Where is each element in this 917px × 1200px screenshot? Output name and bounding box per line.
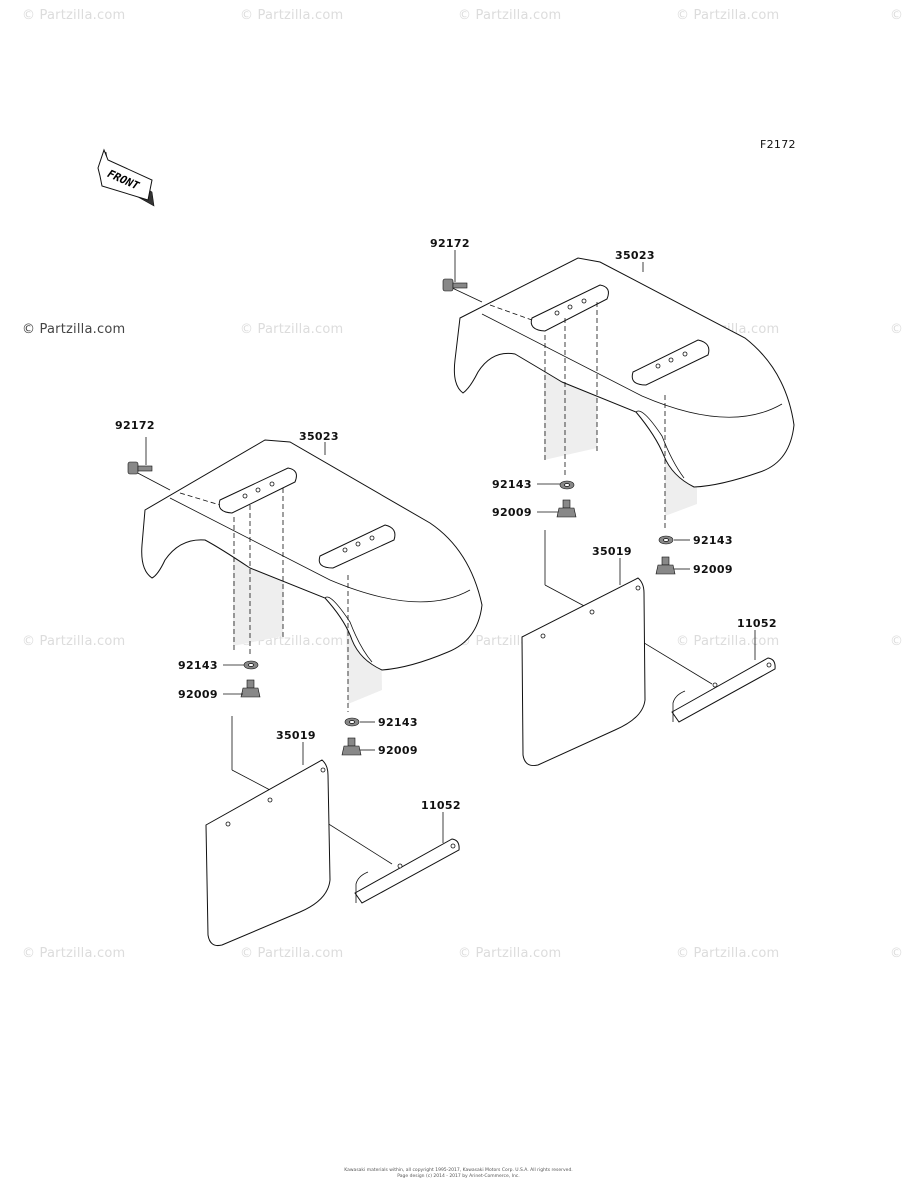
watermark: © Partzilla.com — [240, 946, 344, 961]
callout-right-bracket: 11052 — [737, 617, 777, 630]
watermark: © Partzilla.com — [676, 946, 780, 961]
watermark: © Partzilla.com — [22, 322, 126, 337]
figure-id: F2172 — [760, 138, 796, 151]
front-arrow: FRONT — [97, 148, 155, 207]
callout-left-bolt-2: 92009 — [378, 744, 418, 757]
watermark: © Partzilla.com — [676, 8, 780, 23]
callout-left-washer-2: 92143 — [378, 716, 418, 729]
copyright-notice: Kawasaki materials within, all copyright… — [0, 1168, 917, 1180]
callout-left-bolt-1: 92009 — [178, 688, 218, 701]
copyright-line-1: Kawasaki materials within, all copyright… — [344, 1168, 573, 1173]
callout-right-washer-2: 92143 — [693, 534, 733, 547]
watermark: © Partzilla.com — [240, 322, 344, 337]
callout-left-washer-1: 92143 — [178, 659, 218, 672]
watermark: © Partzilla.com — [676, 634, 780, 649]
watermark: © — [890, 634, 904, 649]
left-bolt-2 — [341, 737, 362, 756]
watermark: © — [890, 322, 904, 337]
right-bolt-2 — [655, 556, 676, 575]
left-bolt-1 — [240, 679, 261, 698]
left-fender — [141, 439, 483, 704]
callout-right-flap: 35019 — [592, 545, 632, 558]
left-mud-flap — [205, 759, 331, 946]
left-bolt-top — [127, 461, 153, 475]
watermark: © Partzilla.com — [22, 8, 126, 23]
watermark: © — [890, 946, 904, 961]
watermark: © Partzilla.com — [240, 8, 344, 23]
watermark: © — [890, 8, 904, 23]
callout-left-flap: 35019 — [276, 729, 316, 742]
callout-left-fender: 35023 — [299, 430, 339, 443]
callout-right-bolt-top: 92172 — [430, 237, 470, 250]
right-mud-flap — [521, 577, 646, 766]
callout-left-bolt-top: 92172 — [115, 419, 155, 432]
watermark: © Partzilla.com — [458, 8, 562, 23]
callout-right-bolt-1: 92009 — [492, 506, 532, 519]
right-bracket — [671, 657, 776, 723]
watermark: © Partzilla.com — [22, 634, 126, 649]
callout-right-bolt-2: 92009 — [693, 563, 733, 576]
left-bracket — [354, 838, 460, 904]
right-bolt-1 — [556, 499, 577, 518]
watermark: © Partzilla.com — [458, 946, 562, 961]
watermark: © Partzilla.com — [22, 946, 126, 961]
right-fender — [453, 257, 795, 516]
right-bolt-top — [442, 278, 468, 292]
copyright-line-2: Page design (c) 2014 - 2017 by Arinet-Co… — [397, 1174, 520, 1179]
callout-right-fender: 35023 — [615, 249, 655, 262]
callout-left-bracket: 11052 — [421, 799, 461, 812]
callout-right-washer-1: 92143 — [492, 478, 532, 491]
